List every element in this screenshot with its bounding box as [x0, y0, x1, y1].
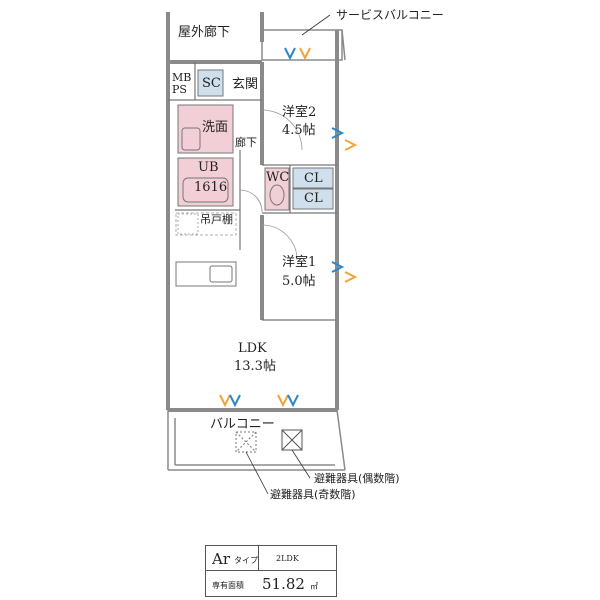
ub-size-label: 1616 [194, 180, 228, 195]
washbasin [181, 127, 201, 151]
washroom-label: 洗面 [202, 120, 229, 135]
balcony-outline [167, 409, 346, 471]
evac-odd-label: 避難器具(奇数階) [270, 488, 356, 501]
type-layout: 2LDK [276, 554, 299, 563]
hanging-shelf [175, 212, 237, 236]
airflow-arrows [219, 47, 358, 408]
evac-even-label: 避難器具(偶数階) [314, 472, 400, 485]
type-suffix: タイプ [234, 556, 258, 565]
toilet [269, 184, 285, 206]
type-name: Ar [212, 550, 231, 568]
sc-label: SC [202, 76, 221, 91]
area-unit: ㎡ [310, 582, 318, 591]
wc-label: WC [266, 170, 290, 185]
ldk-size: 13.3帖 [234, 359, 276, 374]
mb-label: MB [172, 71, 192, 84]
bathtub [182, 177, 229, 203]
area-row: 専有面積 51.82 ㎡ [206, 571, 336, 596]
area-value: 51.82 [262, 575, 305, 593]
closet-2 [292, 188, 334, 210]
type-row: Ar タイプ 2LDK [206, 546, 336, 571]
washroom-area [177, 104, 234, 154]
service-balcony-outline [261, 29, 346, 61]
ps-label: PS [172, 83, 187, 96]
ldk-label: LDK [238, 341, 267, 356]
doors [239, 109, 303, 261]
fridge-space [177, 213, 199, 235]
area-label: 専有面積 [212, 581, 244, 590]
western-room-2-size: 4.5帖 [282, 123, 316, 138]
walls [166, 12, 339, 412]
hanging-shelf-label: 吊戸棚 [200, 213, 233, 226]
ub-area [177, 157, 234, 207]
interior-walls [168, 62, 337, 321]
wc-area [264, 167, 290, 211]
kitchen-counter [175, 261, 237, 287]
ub-label: UB [198, 160, 219, 175]
entrance-label: 玄関 [232, 77, 259, 92]
kitchen-sink [209, 265, 233, 283]
service-balcony-label: サービスバルコニー [336, 8, 444, 22]
closet-1-label: CL [304, 171, 323, 186]
western-room-2-label: 洋室2 [282, 105, 317, 120]
sc-storage [197, 69, 224, 97]
hallway-label: 廊下 [235, 136, 257, 149]
western-room-1-size: 5.0帖 [282, 274, 316, 289]
closet-2-label: CL [304, 191, 323, 206]
western-room-1-label: 洋室1 [282, 255, 317, 270]
balcony-label: バルコニー [210, 417, 275, 432]
leader-lines [245, 14, 331, 495]
type-info-box: Ar タイプ 2LDK 専有面積 51.82 ㎡ [205, 545, 337, 597]
type-divider [258, 546, 259, 570]
closet-1 [292, 167, 334, 189]
outdoor-corridor-label: 屋外廊下 [178, 25, 231, 40]
